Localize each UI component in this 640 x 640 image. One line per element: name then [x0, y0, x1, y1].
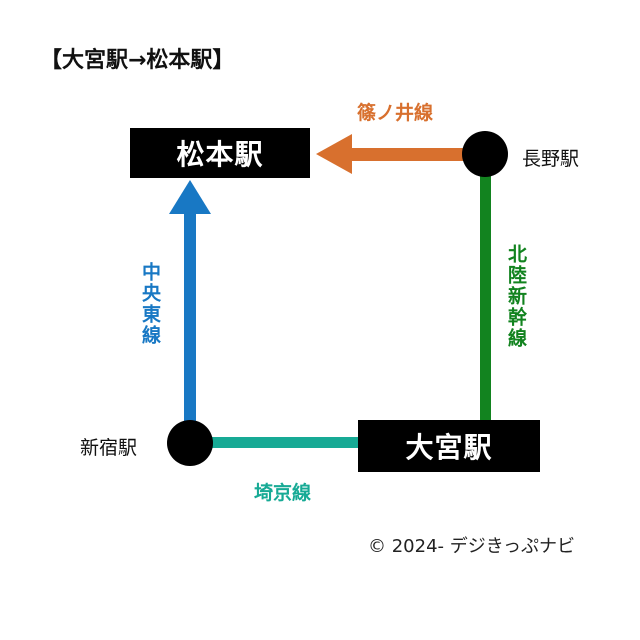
saikyo-line: [190, 437, 362, 448]
shinonoi-line-label: 篠ノ井線: [357, 102, 434, 124]
nagano-station-label: 長野駅: [522, 148, 580, 170]
matsumoto-station-box: 松本駅: [130, 128, 310, 178]
copyright: © 2024- デジきっぷナビ: [368, 536, 576, 557]
omiya-station-box: 大宮駅: [358, 420, 540, 472]
matsumoto-station-label: 松本駅: [176, 138, 264, 171]
saikyo-line-label: 埼京線: [254, 482, 312, 504]
shinonoi-line: [346, 148, 486, 161]
chuo-east-arrow: [169, 180, 211, 214]
shinonoi-arrow: [316, 134, 352, 174]
shinjuku-station-dot: [167, 420, 213, 466]
nagano-station-dot: [462, 131, 508, 177]
chuo-east-line: [184, 208, 196, 440]
chuo-east-line-label: 中央東線: [139, 262, 161, 346]
omiya-station-label: 大宮駅: [405, 431, 493, 464]
shinjuku-station-label: 新宿駅: [80, 437, 138, 459]
route-title: 【大宮駅→松本駅】: [40, 48, 235, 73]
hokuriku-line: [480, 156, 491, 424]
hokuriku-line-label: 北陸新幹線: [505, 244, 527, 349]
